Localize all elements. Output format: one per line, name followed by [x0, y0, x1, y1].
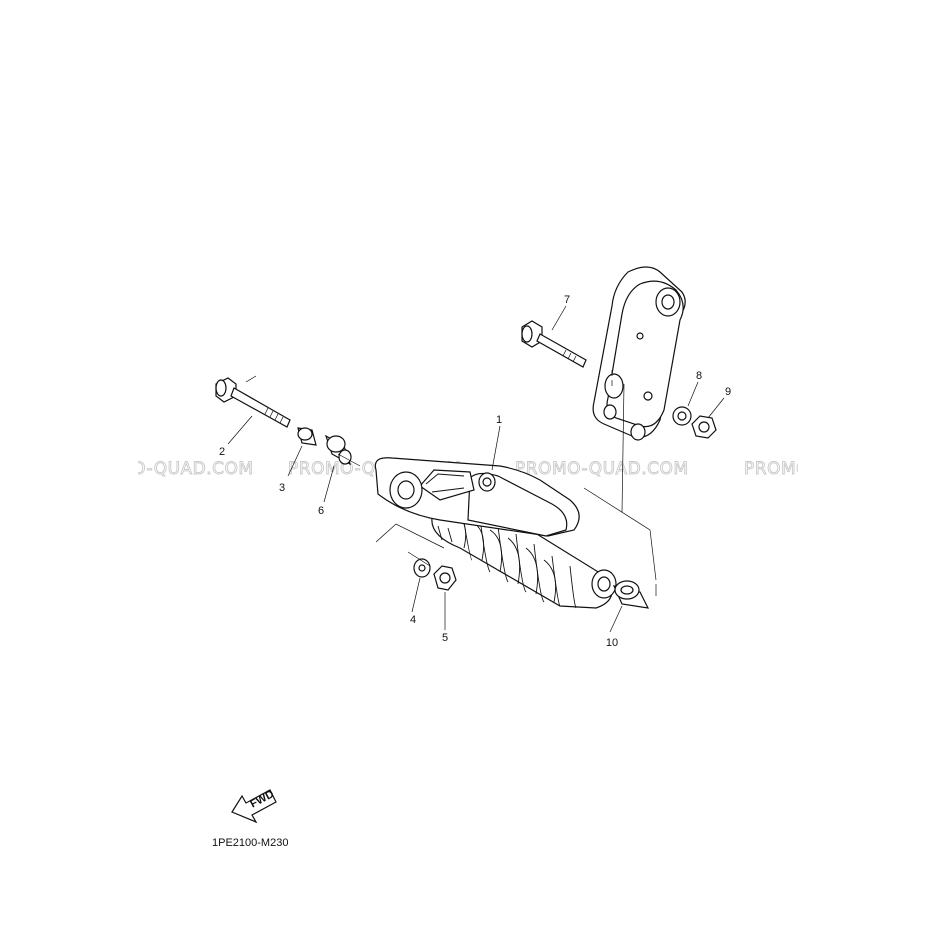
nut-part-5: [433, 565, 457, 591]
assembly-guide-lines: [245, 370, 657, 596]
watermark-text: PROMO-QUAD.COM: [515, 459, 689, 479]
relay-arm: [592, 266, 686, 441]
callout-4: 4: [410, 614, 416, 626]
nut-part-9: [691, 415, 717, 439]
washer-part-8: [672, 406, 692, 426]
callout-9: 9: [725, 386, 731, 398]
washer-part-4: [413, 558, 431, 578]
watermark-text: PROMO-QUAD.COM: [80, 459, 254, 479]
watermark-text: PROMO-QUAD.COM: [744, 459, 918, 479]
callout-8: 8: [696, 370, 702, 382]
collar-part-6: [324, 434, 352, 466]
callout-3: 3: [279, 482, 285, 494]
bushing-part-10: [612, 580, 650, 609]
callout-10: 10: [606, 637, 618, 649]
bolt-part-2: [215, 377, 291, 428]
callout-1: 1: [496, 414, 502, 426]
shock-absorber-part-1: [374, 457, 617, 609]
callout-6: 6: [318, 505, 324, 517]
collar-part-3: [297, 427, 317, 446]
callout-7: 7: [564, 294, 570, 306]
bolt-part-7: [521, 320, 587, 368]
diagram-code: 1PE2100-M230: [212, 837, 288, 849]
leader-lines: [227, 305, 725, 633]
callout-2: 2: [219, 446, 225, 458]
fwd-arrow-icon: FWD: [231, 788, 277, 824]
callout-labels: 1 2 3 4 5 6 7 8 9 10: [219, 294, 731, 649]
callout-5: 5: [442, 632, 448, 644]
